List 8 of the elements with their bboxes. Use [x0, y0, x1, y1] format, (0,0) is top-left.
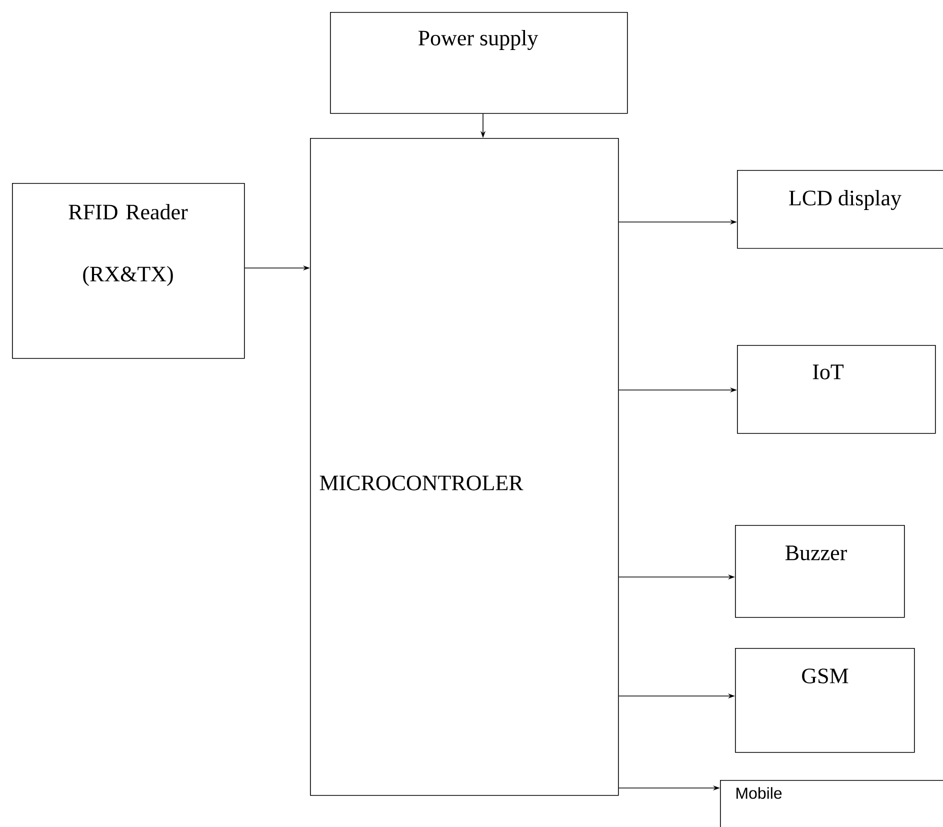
process-box: IoT — [737, 345, 936, 434]
process-box: RFID Reader (RX&TX) — [12, 183, 245, 359]
process-box: MICROCONTROLER — [310, 138, 619, 796]
process-box: Power supply — [330, 12, 628, 114]
process-box: GSM — [735, 648, 915, 753]
process-box: LCD display — [737, 170, 943, 249]
process-box: Mobile — [720, 780, 943, 827]
process-box: Buzzer — [735, 525, 905, 618]
